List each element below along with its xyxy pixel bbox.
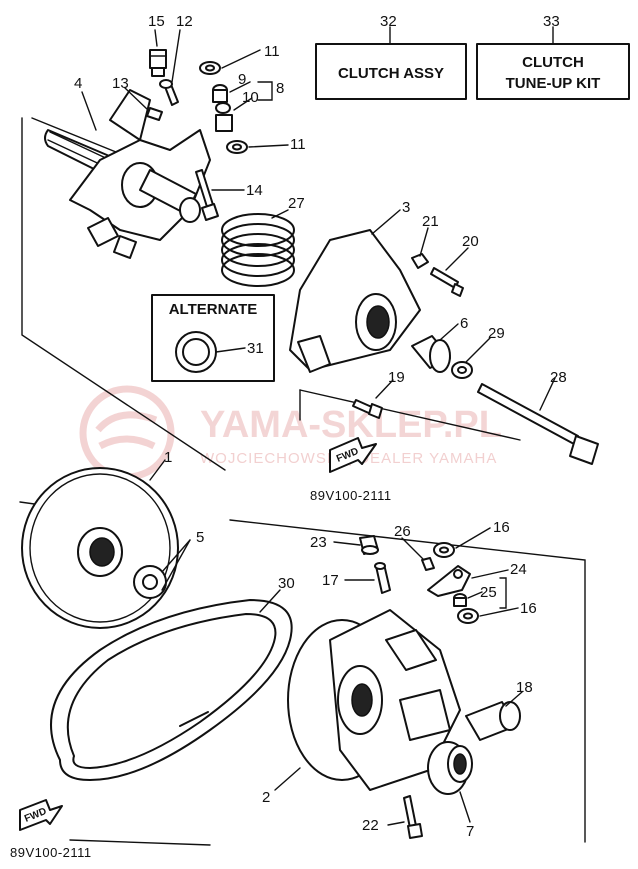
part-12-pin: [159, 79, 179, 106]
callout-1: 1: [164, 449, 172, 466]
callout-11-upper: 11: [264, 43, 280, 60]
alternate-box: ALTERNATE: [151, 294, 275, 382]
part-5-slider: [133, 565, 167, 599]
part-27-spring: [221, 213, 295, 287]
callout-15: 15: [148, 13, 165, 30]
callout-30: 30: [278, 575, 295, 592]
callout-14: 14: [246, 182, 263, 199]
callout-4: 4: [74, 75, 82, 92]
callout-19: 19: [388, 369, 405, 386]
callout-17: 17: [322, 572, 339, 589]
callout-25: 25: [480, 584, 497, 601]
part-16-washer-upper: [433, 542, 455, 558]
part-24-arm: [427, 565, 471, 597]
clutch-assy-label: CLUTCH ASSY: [338, 65, 444, 82]
part-23-plug: [359, 535, 379, 555]
part-25-roller: [453, 593, 467, 607]
callout-3: 3: [402, 199, 410, 216]
part-14-bolt: [195, 169, 219, 221]
callout-22: 22: [362, 817, 379, 834]
callout-9: 9: [238, 71, 246, 88]
callout-12: 12: [176, 13, 193, 30]
fwd-arrow-upper: FWD: [329, 437, 377, 473]
callout-10: 10: [242, 89, 259, 106]
callout-8: 8: [276, 80, 284, 97]
part-19-screw: [352, 399, 383, 419]
part-15-plug: [149, 49, 167, 77]
tune-up-kit-label-line1: CLUTCH: [522, 54, 584, 71]
part-13-screw: [146, 107, 163, 121]
watermark: YAMA-SKLEP.PL WOJCIECHOWSKI | DEALER YAM…: [79, 385, 502, 481]
callout-33: 33: [543, 13, 560, 30]
callout-24: 24: [510, 561, 527, 578]
tune-up-kit-label-line2: TUNE-UP KIT: [506, 75, 601, 92]
callout-21: 21: [422, 213, 439, 230]
callout-2: 2: [262, 789, 270, 806]
part-17-pin: [374, 562, 391, 594]
callout-16-upper: 16: [493, 519, 510, 536]
part-20-screw: [430, 267, 464, 297]
part-6-bushing: [411, 335, 451, 373]
part-4-fixed-sheave: [44, 89, 211, 259]
part-11-washer-upper: [199, 61, 221, 75]
assembly-box-33: CLUTCH TUNE-UP KIT: [476, 26, 630, 100]
watermark-logo-mark: [95, 411, 158, 450]
part-22-bolt: [403, 795, 423, 839]
leader-lines: [81, 29, 556, 826]
part-1-fixed-sheave-disc: [21, 467, 179, 629]
callout-23: 23: [310, 534, 327, 551]
alternate-label: ALTERNATE: [169, 301, 258, 318]
callout-6: 6: [460, 315, 468, 332]
part-9-10-weights: [212, 84, 233, 132]
part-16-washer-lower: [457, 608, 479, 624]
part-26-screw: [421, 557, 435, 571]
callout-7: 7: [466, 823, 474, 840]
callout-32: 32: [380, 13, 397, 30]
fwd-arrow-lower: FWD: [19, 799, 63, 831]
callout-26: 26: [394, 523, 411, 540]
part-29-collar: [451, 361, 473, 379]
callout-20: 20: [462, 233, 479, 250]
callout-28: 28: [550, 369, 567, 386]
part-30-drive-belt: [50, 599, 293, 781]
part-21-nut: [411, 253, 429, 269]
callout-31: 31: [247, 340, 264, 357]
part-11-washer-lower: [226, 140, 248, 154]
callout-numbers: 15 12 11 13 4 9 8 10 11 14 27 3 21 20 6 …: [74, 13, 567, 840]
part-3-movable-sheave: [289, 229, 421, 373]
boundary-lines: [19, 117, 586, 846]
callout-29: 29: [488, 325, 505, 342]
callout-16-lower: 16: [520, 600, 537, 617]
callout-5: 5: [196, 529, 204, 546]
callout-13: 13: [112, 75, 129, 92]
part-18-sleeve: [465, 701, 521, 741]
callout-11-lower: 11: [290, 136, 306, 153]
part-2-secondary-sheave: [287, 609, 461, 791]
part-28-long-bolt: [477, 383, 599, 465]
watermark-logo-ring: [79, 385, 175, 481]
part-7-bearing: [427, 741, 473, 795]
part-code-lower: 89V100-2111: [10, 845, 92, 860]
part-code-upper: 89V100-2111: [310, 488, 392, 503]
callout-27: 27: [288, 195, 305, 212]
assembly-box-32: CLUTCH ASSY: [315, 26, 467, 100]
callout-18: 18: [516, 679, 533, 696]
